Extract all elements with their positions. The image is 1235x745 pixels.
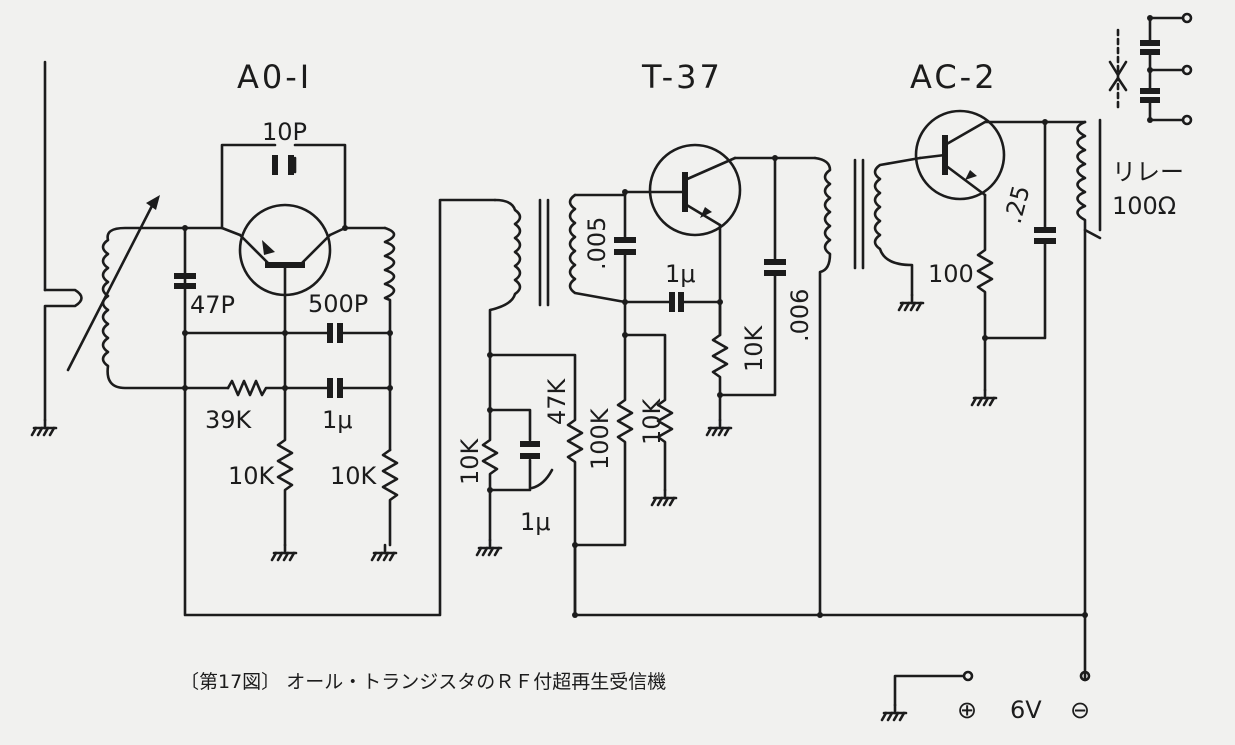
transistor-ao1: A0-I xyxy=(237,58,332,390)
label-1u-c: 1μ xyxy=(520,508,551,536)
label-ao1: A0-I xyxy=(237,58,312,96)
label-ac2: AC-2 xyxy=(910,58,998,96)
label-006: .006 xyxy=(786,289,814,342)
relay-contacts xyxy=(1108,12,1193,126)
antenna xyxy=(30,60,83,437)
battery-voltage: 6V xyxy=(1010,696,1042,724)
label-47p: 47P xyxy=(190,291,235,319)
label-25: .25 xyxy=(999,182,1036,226)
label-t37: T-37 xyxy=(641,58,723,96)
label-10k-e: 10K xyxy=(638,397,666,445)
label-500p: 500P xyxy=(308,290,368,318)
tuning-coil xyxy=(66,195,187,390)
transformer-1 xyxy=(488,193,627,357)
battery-terminals: ⊕ 6V ⊖ xyxy=(880,670,1090,724)
label-relay: リレー xyxy=(1112,158,1184,186)
battery-plus: ⊕ xyxy=(957,696,977,724)
label-47k: 47K xyxy=(543,377,571,425)
label-relay-ohm: 100Ω xyxy=(1112,192,1176,220)
label-1u-a: 1μ xyxy=(322,406,353,434)
label-10k-a: 10K xyxy=(228,462,276,490)
label-10k-b: 10K xyxy=(330,462,378,490)
transistor-t37: T-37 xyxy=(623,58,742,237)
wiring-stage2 xyxy=(475,155,1087,618)
battery-minus: ⊖ xyxy=(1070,696,1090,724)
label-100k: 100K xyxy=(586,407,614,470)
label-10k-c: 10K xyxy=(740,324,768,372)
transformer-2 xyxy=(813,156,925,617)
label-10k-d: 10K xyxy=(456,437,484,485)
label-100: 100 xyxy=(928,260,974,288)
transistor-ac2: AC-2 xyxy=(910,58,1006,201)
label-39k: 39K xyxy=(205,406,253,434)
label-005: .005 xyxy=(583,217,611,270)
label-10p: 10P xyxy=(262,118,307,146)
figure-caption: 〔第17図〕 オール・トランジスタのＲＦ付超再生受信機 xyxy=(180,671,666,693)
wiring-stage3 xyxy=(970,118,1102,682)
wiring-stage1 xyxy=(174,143,497,617)
label-1u-b: 1μ xyxy=(665,260,696,288)
